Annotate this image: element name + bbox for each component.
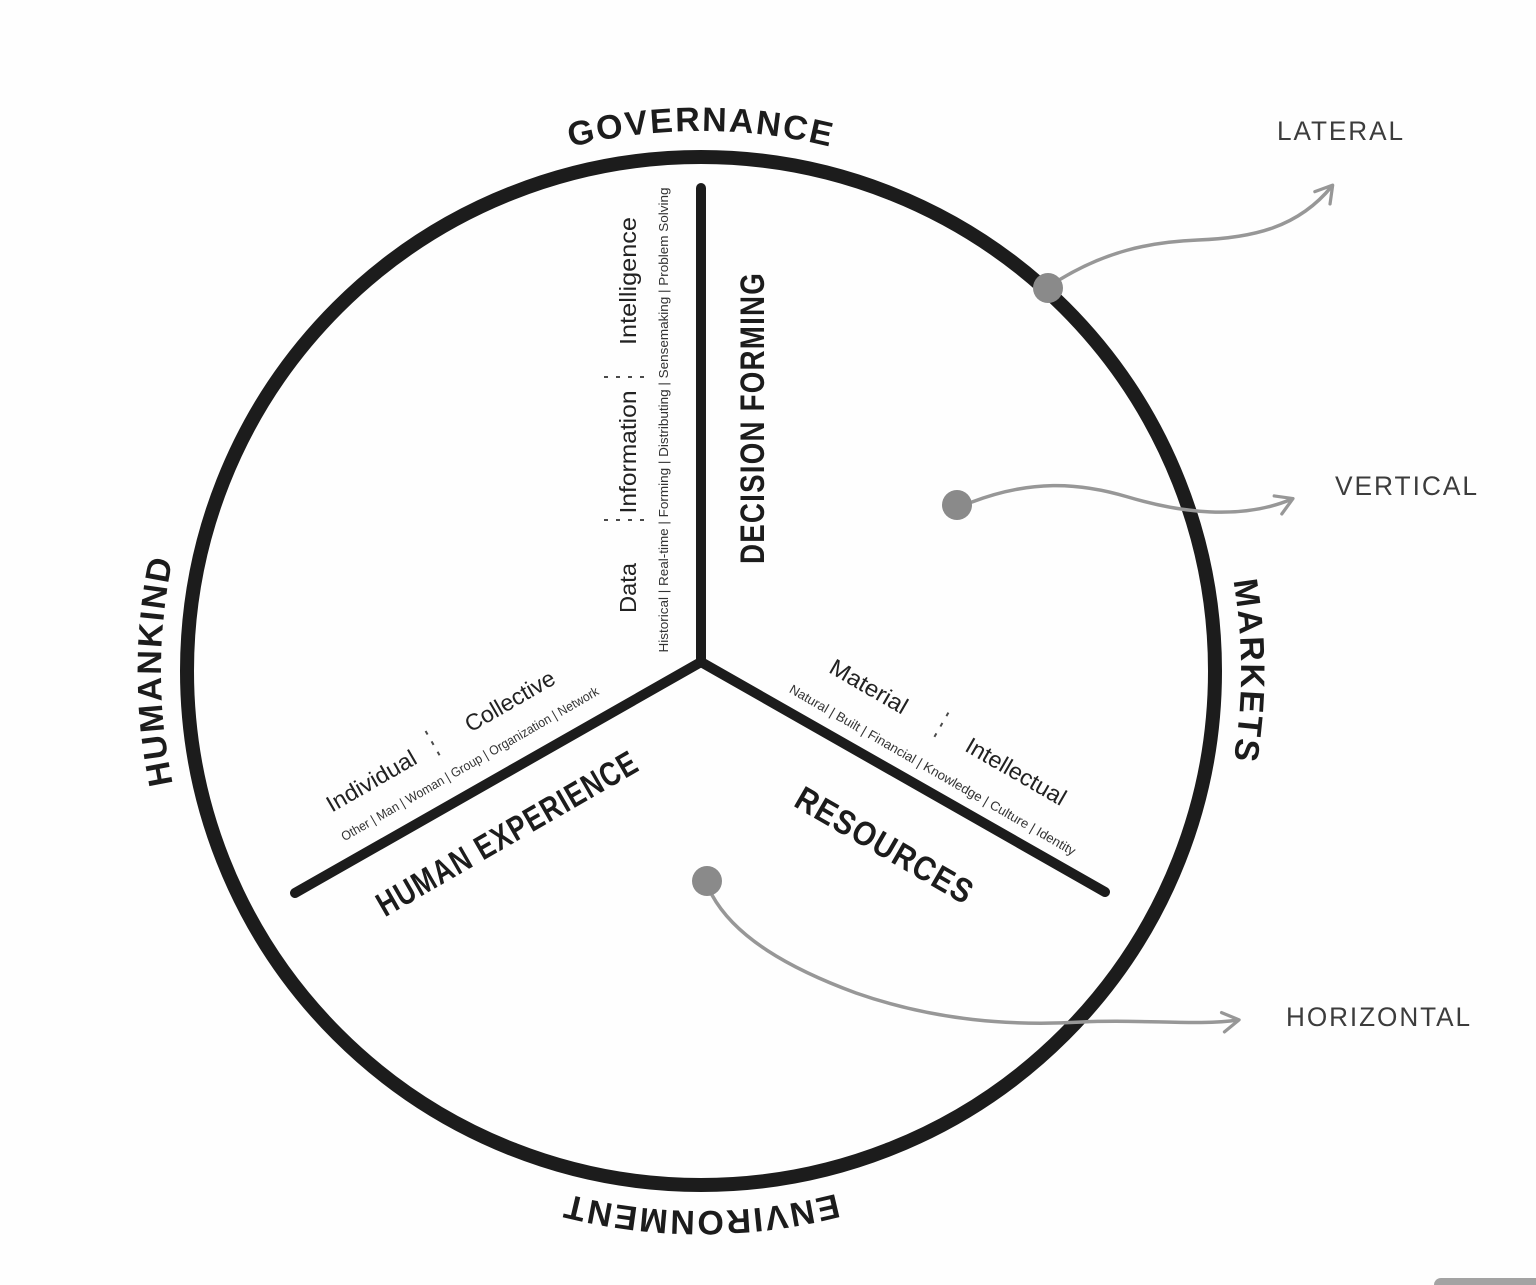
vertical-arrow-curve (970, 483, 1295, 516)
horizontal-label: HORIZONTAL (1286, 1002, 1472, 1032)
sector-title-decision-forming: DECISION FORMING (734, 272, 772, 564)
vertical-point-dot (942, 490, 972, 520)
outer-label-humankind: HUMANKIND (131, 552, 181, 789)
separator-individual-collective (424, 730, 443, 760)
main-circle (180, 150, 1222, 1192)
level-label-information: Information (615, 391, 641, 514)
lateral-point-dot (1033, 273, 1063, 303)
horizontal-point-dot (692, 866, 722, 896)
level-label-intelligence: Intelligence (615, 217, 641, 345)
separator-material-intellectual (931, 712, 950, 741)
vertical-label: VERTICAL (1335, 471, 1479, 501)
level-label-data: Data (615, 563, 641, 613)
divider-lower-right (696, 657, 1110, 897)
horizontal-arrow-curve (710, 893, 1241, 1034)
scrollbar-thumb[interactable] (1434, 1278, 1536, 1285)
lateral-label: LATERAL (1277, 116, 1405, 146)
divider-lower-left (290, 657, 706, 898)
lateral-arrow-curve (1057, 183, 1335, 282)
outer-label-governance: GOVERNANCE (564, 101, 838, 155)
outer-label-markets: MARKETS (1226, 576, 1272, 766)
outer-label-environment: ENVIRONMENT (559, 1186, 843, 1241)
decision-forming-detail-text: Historical | Real-time | Forming | Distr… (656, 188, 671, 653)
